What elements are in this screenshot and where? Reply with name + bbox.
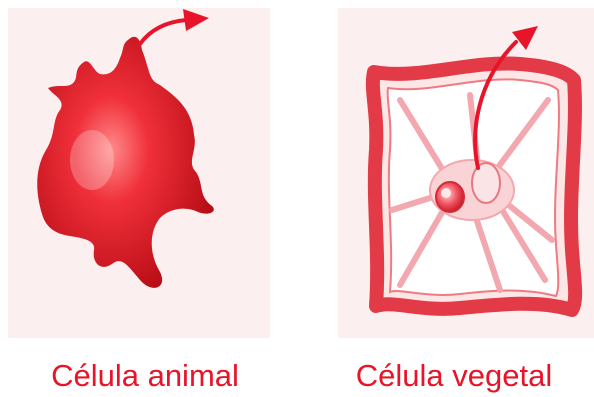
animal-cell-icon — [37, 37, 214, 288]
arrow-icon — [140, 9, 209, 44]
plant-cell-icon — [373, 63, 575, 310]
animal-cell-body — [37, 37, 214, 288]
animal-cell-caption: Célula animal — [0, 358, 290, 394]
plant-cell-caption: Célula vegetal — [309, 358, 594, 394]
